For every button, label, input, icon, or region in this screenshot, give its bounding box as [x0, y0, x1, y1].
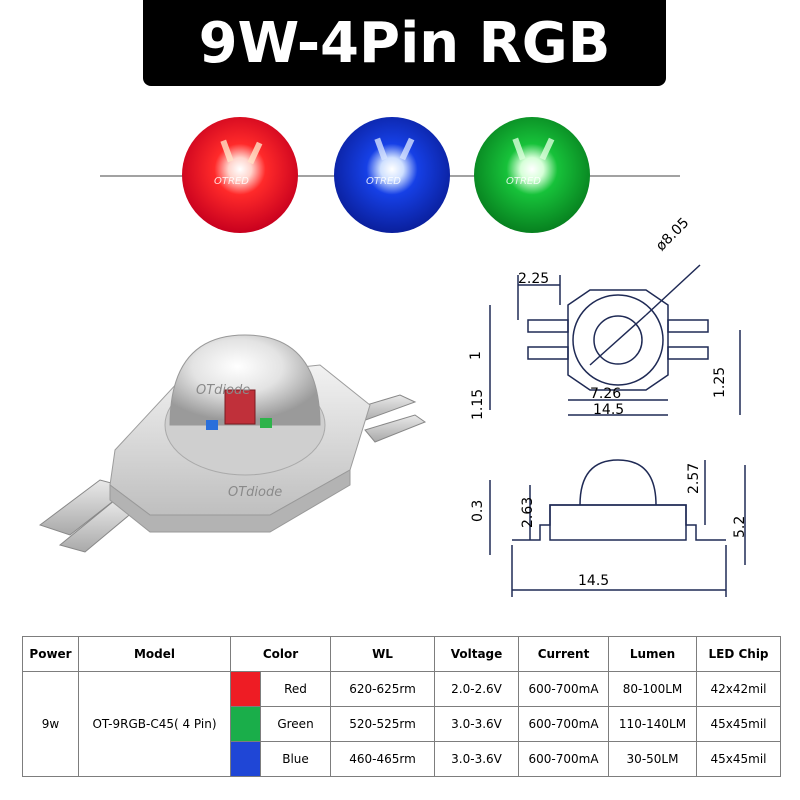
header-current: Current [518, 636, 610, 672]
current-value: 600-700mA [518, 741, 610, 777]
page-title: 9W-4Pin RGB [198, 10, 611, 76]
header-wl: WL [330, 636, 436, 672]
dim-inner: 7.26 [590, 386, 622, 402]
red-swatch [231, 672, 260, 706]
dim-side-base: 0.3 [470, 499, 486, 522]
power-value: 9w [22, 671, 79, 777]
led-color-row [100, 117, 680, 233]
wl-value: 620-625rm [330, 671, 436, 707]
wl-value: 520-525rm [330, 706, 436, 742]
chip-value: 45x45mil [696, 706, 782, 742]
voltage-value: 2.0-2.6V [434, 671, 520, 707]
color-name: Blue [259, 741, 332, 777]
dim-side-width: 14.5 [578, 573, 610, 589]
header-lumen: Lumen [608, 636, 698, 672]
red-led-photo [182, 117, 298, 233]
color-swatch [230, 671, 261, 707]
led-brand-red: OTRED [214, 176, 249, 187]
blue-led-photo [334, 117, 450, 233]
dimension-drawings [489, 264, 746, 597]
dim-side-dome: 2.57 [686, 462, 702, 494]
header-color: Color [229, 636, 332, 672]
header-led-chip: LED Chip [696, 636, 782, 672]
spec-table: Power Model Color WL Voltage Current Lum… [22, 636, 782, 777]
dim-pad-width: 2.25 [518, 271, 550, 287]
dim-left2: 1.15 [470, 388, 486, 420]
dim-side-body: 2.63 [520, 496, 536, 528]
dim-side-height: 5.2 [732, 515, 748, 538]
color-name: Green [259, 706, 332, 742]
color-swatch [230, 741, 261, 777]
dim-right: 1.25 [712, 366, 728, 398]
lumen-value: 80-100LM [608, 671, 698, 707]
voltage-value: 3.0-3.6V [434, 741, 520, 777]
model-value: OT-9RGB-C45( 4 Pin) [78, 671, 231, 777]
table-header-row: Power Model Color WL Voltage Current Lum… [22, 636, 782, 672]
green-swatch [231, 707, 260, 741]
table-row: 9w OT-9RGB-C45( 4 Pin) Red 620-625rm 2.0… [22, 671, 782, 777]
voltage-value: 3.0-3.6V [434, 706, 520, 742]
chip-value: 42x42mil [696, 671, 782, 707]
blue-swatch [231, 742, 260, 776]
green-led-photo [474, 117, 590, 233]
current-value: 600-700mA [518, 671, 610, 707]
title-banner: 9W-4Pin RGB [143, 0, 666, 86]
chip-value: 45x45mil [696, 741, 782, 777]
lumen-value: 110-140LM [608, 706, 698, 742]
color-name: Red [259, 671, 332, 707]
led-product-photo [38, 334, 427, 553]
wl-value: 460-465rm [330, 741, 436, 777]
led-brand-green: OTRED [506, 176, 541, 187]
dim-top-width: 14.5 [593, 402, 625, 418]
table-row: Green 520-525rm 3.0-3.6V 600-700mA 110-1… [23, 706, 782, 742]
color-swatch [230, 706, 261, 742]
dim-left: 1 [468, 351, 484, 360]
header-model: Model [78, 636, 231, 672]
table-row: Blue 460-465rm 3.0-3.6V 600-700mA 30-50L… [23, 741, 782, 777]
brand-mark-dome: OTdiode [196, 383, 251, 398]
header-power: Power [22, 636, 79, 672]
brand-mark-body: OTdiode [228, 485, 283, 500]
current-value: 600-700mA [518, 706, 610, 742]
header-voltage: Voltage [434, 636, 520, 672]
lumen-value: 30-50LM [608, 741, 698, 777]
led-brand-blue: OTRED [366, 176, 401, 187]
